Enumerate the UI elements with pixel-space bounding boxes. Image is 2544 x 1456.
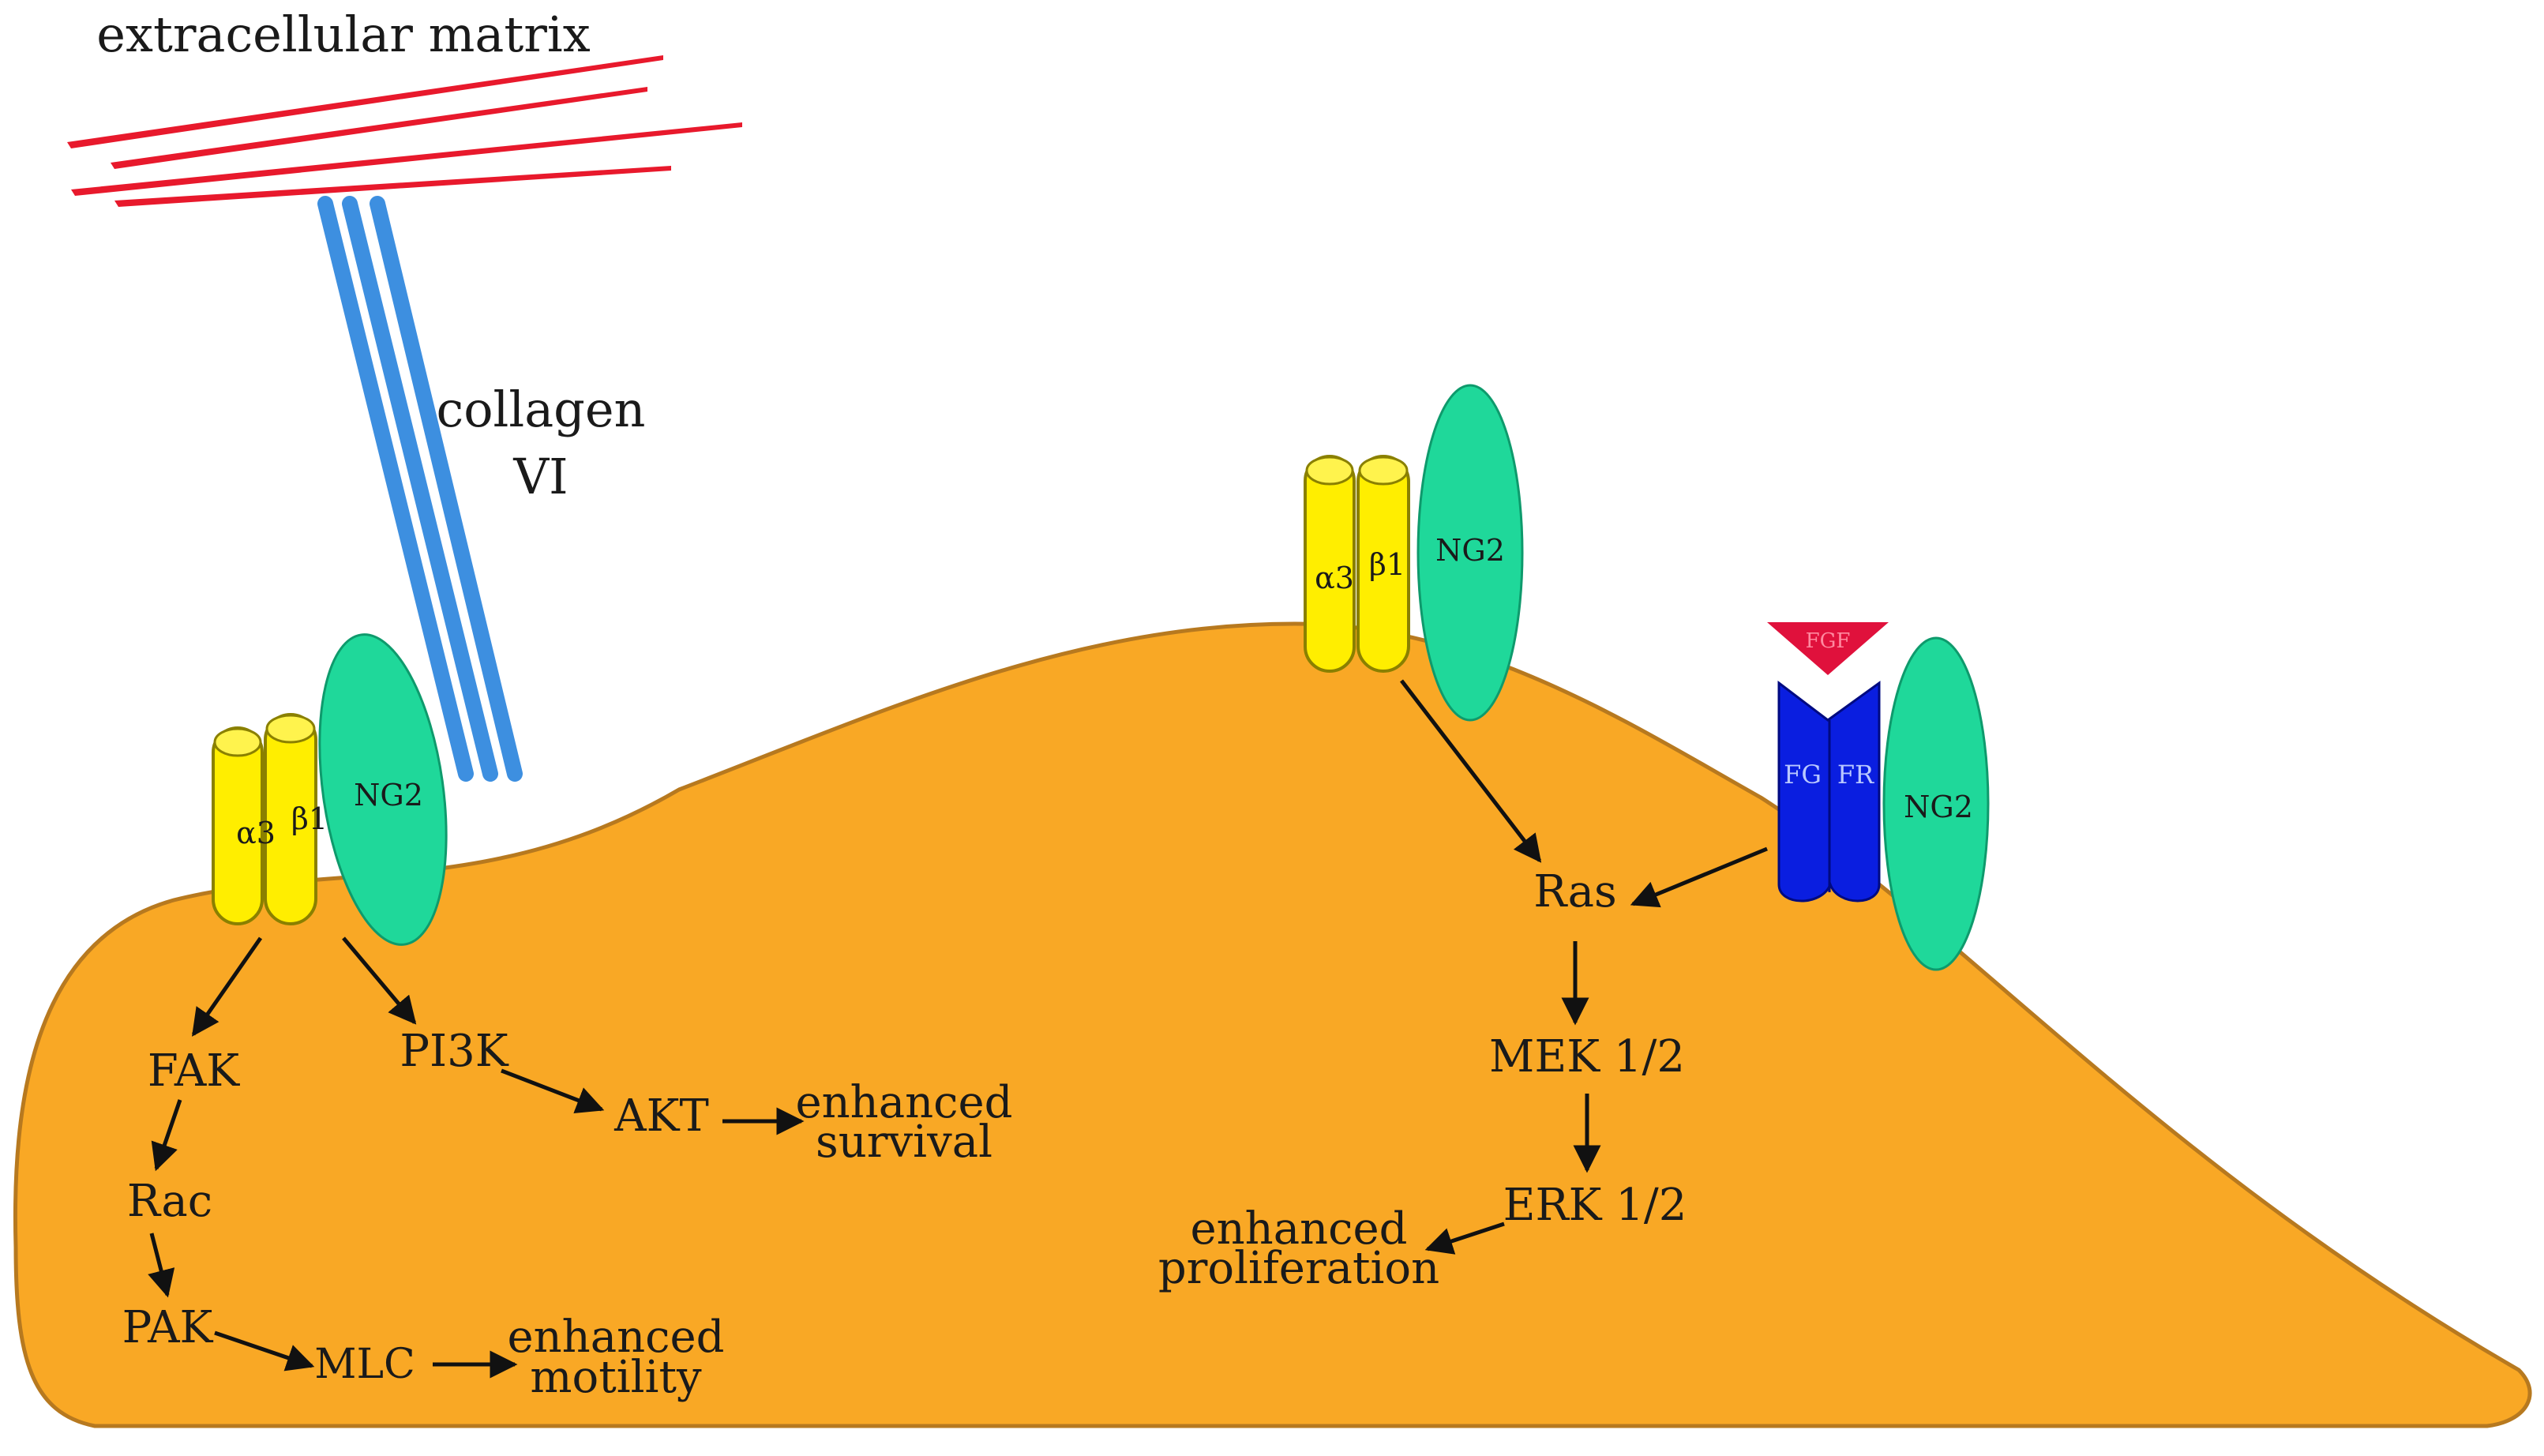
- arrow-erk-to-proliferation: [1424, 1221, 1505, 1255]
- left-ng2-proteoglycan: [318, 633, 448, 946]
- erk-node: ERK 1/2: [1503, 1180, 1687, 1231]
- pi3k-node: PI3K: [400, 1026, 508, 1077]
- arrow-fgfr-to-ras: [1630, 846, 1768, 908]
- left-pathway: FAK Rac PAK MLC enhanced motility PI3K A…: [122, 1026, 1013, 1403]
- fgf-ng2-label: NG2: [1904, 790, 1973, 824]
- arrow-rac-to-pak: [148, 1233, 175, 1298]
- arrow-pi3k-to-akt: [501, 1068, 605, 1113]
- left-beta1-integrin: [264, 713, 317, 925]
- fak-node: FAK: [148, 1045, 240, 1097]
- arrow-pak-to-mlc: [214, 1330, 315, 1372]
- right-ng2-proteoglycan: [1416, 384, 1524, 722]
- right-alpha3-integrin: [1304, 455, 1356, 673]
- arrow-integrin-to-fak: [191, 936, 263, 1037]
- left-alpha3-label: α3: [236, 816, 276, 850]
- fgf-receptor-complex: FGF FG FR NG2: [1767, 622, 1990, 971]
- fgf-ligand: [1767, 622, 1889, 675]
- right-beta1-integrin: [1356, 455, 1410, 673]
- left-integrin-complex: α3 β1 NG2: [212, 633, 448, 946]
- rac-node: Rac: [127, 1176, 212, 1227]
- right-alpha3-label: α3: [1315, 561, 1354, 595]
- left-ng2-label: NG2: [354, 778, 423, 812]
- fgf-ng2-proteoglycan: [1882, 636, 1990, 971]
- survival-outcome-line1: enhanced: [795, 1077, 1012, 1128]
- proliferation-outcome-line2: proliferation: [1158, 1243, 1439, 1294]
- survival-outcome-line2: survival: [816, 1116, 992, 1168]
- collagen-label-line2: VI: [512, 448, 568, 505]
- mlc-node: MLC: [314, 1341, 415, 1388]
- arrow-integrin-to-ras: [1400, 679, 1542, 863]
- left-beta1-label: β1: [291, 801, 328, 836]
- motility-outcome-line1: enhanced: [507, 1312, 724, 1363]
- fgfr-label-left: FG: [1784, 760, 1822, 790]
- right-pathway: Ras MEK 1/2 ERK 1/2 enhanced proliferati…: [1158, 866, 1687, 1294]
- extracellular-matrix-fibers: [67, 55, 742, 207]
- ras-node: Ras: [1533, 866, 1617, 918]
- collagen-label-line1: collagen: [437, 381, 646, 438]
- akt-node: AKT: [613, 1090, 709, 1142]
- ecm-label: extracellular matrix: [96, 6, 590, 63]
- proliferation-outcome-line1: enhanced: [1190, 1203, 1407, 1255]
- mek-node: MEK 1/2: [1489, 1031, 1685, 1083]
- left-alpha3-integrin: [212, 726, 264, 925]
- right-integrin-complex: α3 β1 NG2: [1304, 384, 1524, 722]
- collagen-vi-fibers: [317, 196, 523, 782]
- arrow-fak-to-rac: [151, 1099, 182, 1172]
- pathway-arrows: [148, 679, 1768, 1379]
- fgf-label: FGF: [1806, 629, 1851, 653]
- pak-node: PAK: [122, 1302, 214, 1353]
- motility-outcome-line2: motility: [530, 1352, 702, 1403]
- fgfr-label-right: FR: [1837, 760, 1874, 790]
- right-beta1-label: β1: [1369, 547, 1405, 582]
- arrow-integrin-to-pi3k: [342, 936, 417, 1025]
- right-ng2-label: NG2: [1435, 533, 1505, 568]
